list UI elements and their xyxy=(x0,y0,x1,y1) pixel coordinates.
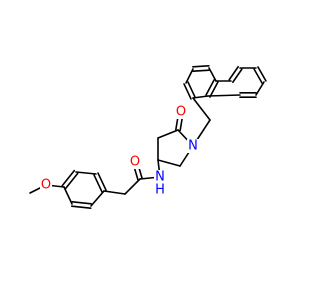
atom-n-ring: N xyxy=(188,139,198,154)
atom-n-ring-bg xyxy=(187,139,199,153)
bond-n4-n5 xyxy=(208,67,217,82)
atom-h-amide: H xyxy=(155,183,165,198)
bond-n5-n6-b xyxy=(209,81,219,98)
atom-o-ether: O xyxy=(41,178,51,193)
bond-p3-p4-b xyxy=(64,172,79,190)
atom-h-amide-bg xyxy=(154,183,166,197)
bond-n3-n4-a xyxy=(192,69,210,72)
bond-p1-p2-b xyxy=(93,174,103,193)
bond-n9-n10-a xyxy=(253,68,263,84)
bond-p6-p1 xyxy=(90,190,105,207)
atom-n-amide-bg xyxy=(154,170,166,184)
bond-n3-n4-b xyxy=(192,65,210,68)
atom-o-ether-bg xyxy=(40,178,52,192)
bond-C5-C4 xyxy=(157,129,179,139)
bond-n1-ch2 xyxy=(192,97,211,121)
atom-n-amide: N xyxy=(155,170,165,185)
bond-C3-C2 xyxy=(157,159,181,167)
atom-o-carbonyl-ring-bg xyxy=(175,105,187,119)
atom-o-carbonyl-amide: O xyxy=(130,155,140,170)
bond-n9-n10-b xyxy=(257,66,267,82)
bond-n1-n2-b xyxy=(183,83,192,100)
bond-p2-p3 xyxy=(75,171,97,175)
bond-p5-p6-b xyxy=(71,201,93,205)
atom-o-carbonyl-ring: O xyxy=(176,105,186,120)
bond-n12-n6 xyxy=(207,94,241,97)
bond-n7-n8-b xyxy=(228,65,239,81)
bond-n2-n3 xyxy=(185,68,194,84)
bond-n10-n11 xyxy=(255,81,265,96)
bond-p3-p4-a xyxy=(61,169,76,187)
bond-Cb-p1 xyxy=(103,190,126,195)
bond-n6-n1 xyxy=(192,95,209,99)
atom-o-carbonyl-amide-bg xyxy=(129,155,141,169)
bond-layer xyxy=(29,65,267,209)
bond-p1-p2-a xyxy=(97,172,107,191)
bond-p5-p6-a xyxy=(70,205,92,209)
bond-Ca-Cb xyxy=(124,178,141,195)
bond-p4-p5 xyxy=(63,186,73,205)
bond-n5-n6-a xyxy=(205,79,215,96)
bond-n1-n2-a xyxy=(187,81,196,98)
bond-n7-n8-a xyxy=(232,68,243,84)
